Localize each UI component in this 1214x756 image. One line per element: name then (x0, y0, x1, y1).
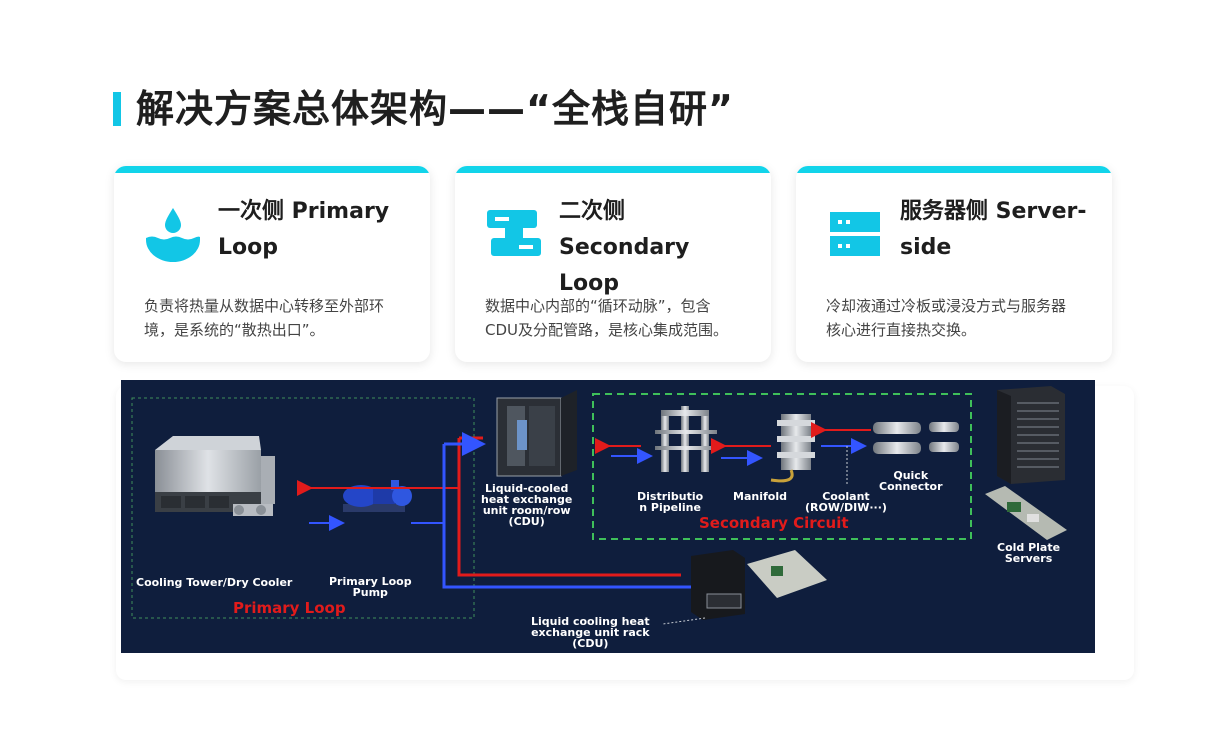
server-icon (830, 212, 880, 256)
cdu-room-cabinet-illustration (496, 390, 577, 477)
label-cooling-tower: Cooling Tower/Dry Cooler (136, 576, 293, 589)
card-description: 负责将热量从数据中心转移至外部环境，是系统的“散热出口”。 (144, 297, 385, 339)
label-manifold: Manifold (733, 490, 787, 503)
card-accent-line (455, 166, 771, 173)
label-primary-loop: Primary Loop (233, 599, 346, 617)
server-rack-illustration (997, 386, 1065, 484)
card-server-side: 服务器侧 Server-side 冷却液通过冷板或浸没方式与服务器核心进行直接热… (796, 166, 1112, 362)
label-coolant: Coolant(ROW/DIW···) (805, 490, 887, 514)
distribution-pipeline-illustration (655, 406, 717, 472)
label-secondary-circuit: Secondary Circuit (699, 514, 849, 532)
manifold-illustration (770, 414, 815, 483)
cold-plate-board-illustration (985, 486, 1067, 540)
secondary-circuit-boundary (592, 393, 972, 540)
flow-pipe-icon (487, 210, 541, 256)
primary-loop-boundary (131, 397, 475, 619)
page-title: 解决方案总体架构——“全栈自研” (136, 87, 734, 131)
water-drop-icon (146, 208, 200, 262)
cdu-rack-illustration (691, 550, 827, 620)
primary-pump-illustration (343, 480, 412, 512)
diagram-graphics (131, 386, 1067, 625)
card-title: 服务器侧 Server-side (900, 199, 1087, 260)
card-description: 冷却液通过冷板或浸没方式与服务器核心进行直接热交换。 (826, 297, 1067, 339)
cooling-tower-illustration (155, 436, 275, 516)
card-accent-line (796, 166, 1112, 173)
title-accent-bar (113, 92, 121, 126)
quick-connector-illustration (873, 422, 959, 454)
card-accent-line (114, 166, 430, 173)
